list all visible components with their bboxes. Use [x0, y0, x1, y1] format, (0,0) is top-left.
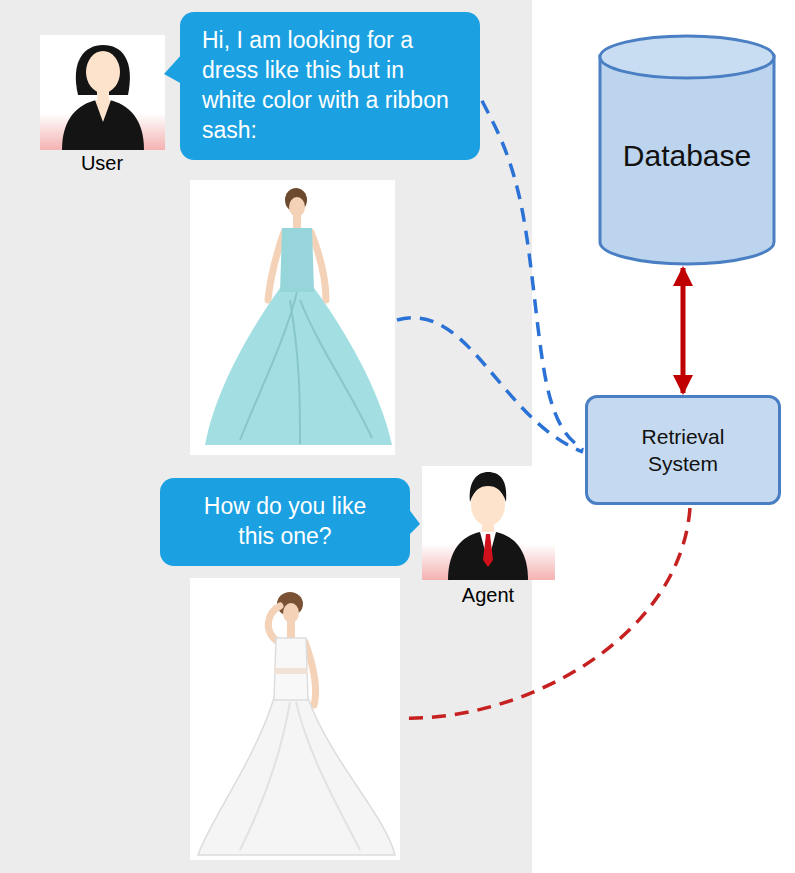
query-line [482, 101, 583, 450]
gown-folds [240, 292, 372, 444]
avatar-tie [483, 534, 493, 567]
node-text: Hi, I am looking for a dress like this b… [202, 26, 458, 146]
bubble-tail-shape [164, 54, 182, 84]
speech-bubble: Hi, I am looking for a dress like this b… [180, 12, 480, 160]
node-text: Database [623, 136, 751, 175]
model-neck [287, 620, 295, 640]
gown-skirt [205, 288, 392, 445]
gown-sash [274, 668, 308, 674]
avatar-frame [40, 35, 165, 150]
bubble-tail-shape [408, 508, 420, 536]
bubble-tail [160, 478, 161, 479]
white-gown-photo [190, 578, 400, 860]
node-text: Retrieval System [628, 423, 738, 478]
blue-gown-photo [190, 180, 395, 455]
avatar-suit [448, 532, 528, 580]
avatar-face [86, 51, 120, 93]
result-line [402, 508, 690, 718]
avatar-label: User [62, 152, 142, 175]
query-image-line [397, 318, 583, 452]
process-box: Retrieval System [585, 395, 781, 505]
agent-avatar [422, 466, 555, 580]
dialog-panel [0, 0, 532, 873]
avatar-suit [62, 100, 144, 150]
gown-skirt [198, 698, 395, 855]
gown-bodice [280, 228, 314, 292]
bubble-tail [180, 12, 181, 13]
user-avatar [40, 35, 165, 150]
model-neck [293, 214, 301, 228]
data-arrow [681, 268, 686, 393]
node-text: How do you like this one? [195, 492, 375, 552]
gown-folds [240, 702, 360, 850]
gown-bodice [274, 638, 308, 700]
model-arm [268, 606, 280, 642]
cylinder-top [600, 36, 774, 78]
cylinder-body [600, 56, 774, 264]
speech-bubble: How do you like this one? [160, 478, 410, 566]
avatar-frame [422, 466, 555, 580]
avatar-collar [95, 100, 111, 122]
photo-ground [190, 578, 400, 860]
avatar-label: Agent [448, 584, 528, 607]
avatar-hair [470, 472, 507, 502]
database-cylinder: Database [598, 34, 776, 266]
photo-ground [190, 180, 395, 455]
avatar-hair [76, 45, 130, 95]
